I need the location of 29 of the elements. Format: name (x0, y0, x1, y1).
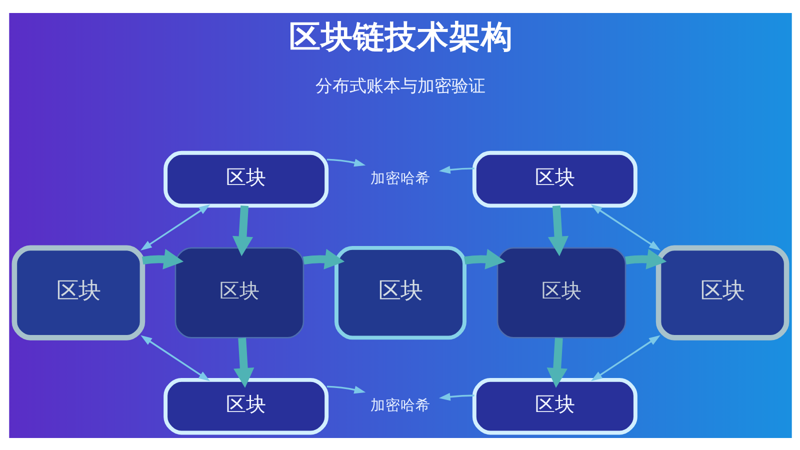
arrow (232, 205, 253, 256)
arrow (140, 334, 210, 381)
arrow (302, 248, 344, 269)
diagram-title: 区块链技术架构 (288, 19, 512, 56)
arrow (326, 158, 366, 166)
node-text: 加密哈希 (370, 398, 430, 414)
node-box: 区块 (163, 150, 328, 208)
arrow (624, 248, 666, 269)
node-box: 区块 (174, 246, 304, 338)
node-box: 区块 (655, 244, 789, 340)
arrow (326, 385, 366, 394)
arrow (438, 165, 474, 174)
arrow (547, 205, 568, 256)
arrow (590, 204, 660, 250)
arrow (590, 334, 660, 381)
arrow (438, 392, 474, 400)
node-box: 区块 (163, 377, 328, 434)
arrow (233, 337, 254, 388)
node-text: 加密哈希 (370, 170, 430, 186)
label: 分布式账本与加密验证 (315, 76, 485, 96)
node-box: 区块 (334, 245, 466, 340)
node-box: 区块 (11, 244, 145, 340)
node-box: 区块 (472, 377, 637, 434)
arrow (464, 248, 506, 269)
arrow (546, 337, 567, 388)
node-box: 区块 (472, 150, 637, 208)
arrow (140, 204, 210, 250)
node-box: 区块 (496, 246, 626, 338)
arrow (141, 248, 184, 269)
